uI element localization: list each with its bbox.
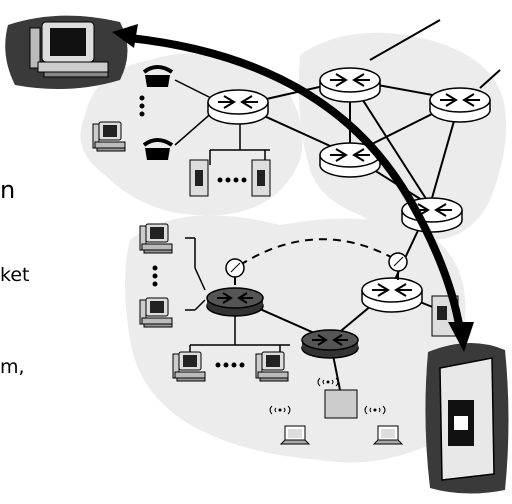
access-network-cloud-bottom	[125, 215, 466, 463]
vertical-dots	[139, 95, 145, 117]
wireless-access-point-icon	[317, 377, 358, 419]
top-left-access-links	[174, 79, 270, 165]
cropped-text-fragment: ket	[0, 264, 30, 286]
router-dark-icon	[206, 287, 264, 317]
desktop-computer-icon	[5, 15, 128, 89]
telephone-icon	[142, 65, 174, 87]
server-tower-icon	[251, 159, 271, 197]
access-router-icon	[207, 89, 269, 125]
horizontal-dots	[215, 362, 245, 368]
core-router-icon	[429, 87, 491, 123]
desktop-computer-icon	[92, 121, 126, 152]
cropped-text-fragment: m,	[0, 356, 25, 378]
desktop-computer-icon	[139, 223, 173, 254]
server-tower-icon	[425, 342, 509, 494]
core-router-icon	[319, 67, 381, 103]
server-tower-icon	[189, 159, 209, 197]
desktop-computer-icon	[255, 351, 289, 382]
edge-router-icon	[361, 277, 423, 313]
end-to-end-arrow	[112, 24, 474, 352]
vertical-dots	[152, 265, 158, 287]
cropped-text-fragment: n	[0, 176, 16, 204]
router-dark-icon	[301, 329, 359, 359]
horizontal-dots	[217, 177, 247, 183]
desktop-computer-icon	[172, 351, 206, 382]
satellite-dish-icon	[225, 258, 245, 285]
satellite-dish-icon	[388, 252, 408, 280]
satellite-link	[239, 238, 401, 266]
telephone-icon	[142, 138, 174, 160]
desktop-computer-icon	[139, 297, 173, 328]
